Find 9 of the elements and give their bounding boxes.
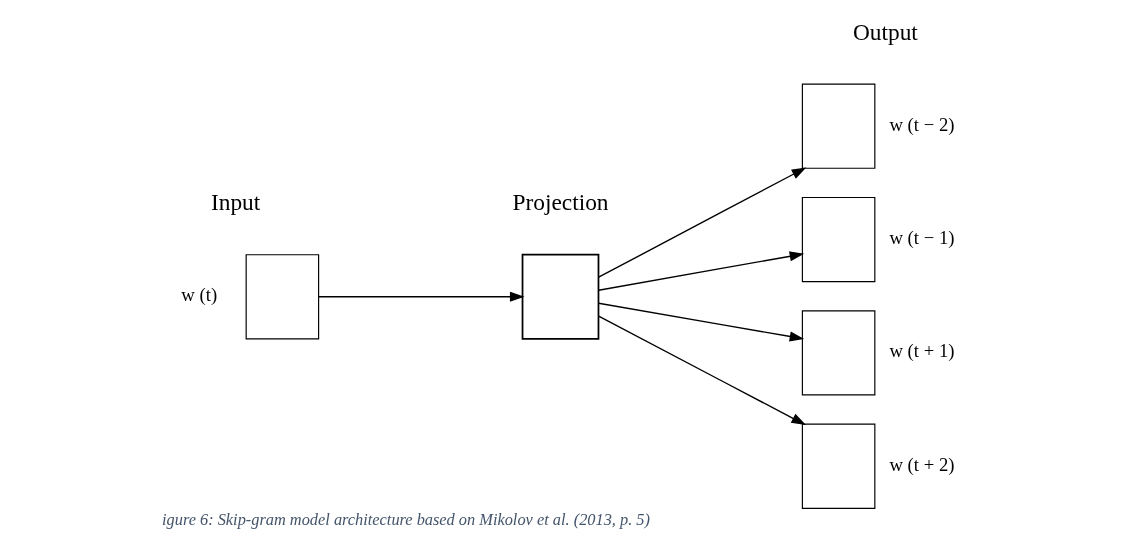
node-label: w (t + 1) [889, 340, 955, 362]
node-label: w (t − 1) [889, 226, 955, 248]
label: Projection [512, 189, 609, 216]
label: Output [852, 18, 918, 45]
label: Input [210, 189, 261, 216]
caption: igure 6: Skip-gram model architecture based on Mikolov et al. (2013, p. 5) [162, 509, 650, 529]
node-label: w (t + 2) [889, 453, 955, 475]
node-label: w (t − 2) [889, 113, 955, 135]
node-label: w (t) [181, 284, 218, 306]
